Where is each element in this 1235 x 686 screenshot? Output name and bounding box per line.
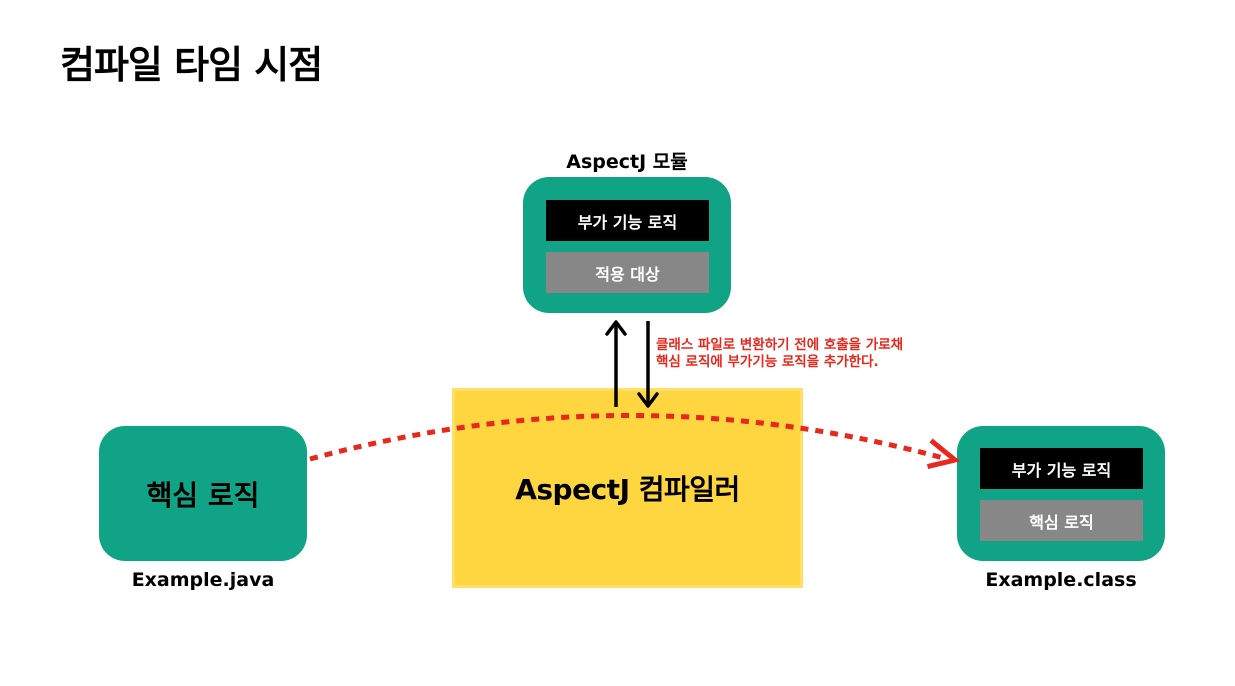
source-box: 핵심 로직 [99,426,307,561]
module-pointcut-bar: 적용 대상 [546,252,709,293]
flow-arrowhead [926,438,961,470]
module-label: AspectJ 모듈 [566,151,688,173]
down-arrowhead [637,392,659,408]
page-title: 컴파일 타임 시점 [60,43,323,87]
flow-dashed-curve [309,413,948,462]
target-advice-bar: 부가 기능 로직 [980,448,1143,489]
target-core-label: 핵심 로직 [1029,512,1094,532]
note-line-2: 핵심 로직에 부가기능 로직을 추가한다. [656,354,879,370]
target-file-name: Example.class [985,569,1137,591]
target-core-bar: 핵심 로직 [980,500,1143,541]
module-pointcut-label: 적용 대상 [595,264,660,284]
module-advice-bar: 부가 기능 로직 [546,200,709,241]
compiler-label: AspectJ 컴파일러 [515,473,740,506]
target-advice-label: 부가 기능 로직 [1011,460,1112,480]
source-file-name: Example.java [131,569,275,591]
up-arrowhead [605,320,627,336]
module-advice-label: 부가 기능 로직 [577,212,678,232]
weaving-note: 클래스 파일로 변환하기 전에 호출을 가로채 핵심 로직에 부가기능 로직을 … [656,337,903,371]
note-line-1: 클래스 파일로 변환하기 전에 호출을 가로채 [656,337,904,353]
source-content-label: 핵심 로직 [146,478,260,512]
